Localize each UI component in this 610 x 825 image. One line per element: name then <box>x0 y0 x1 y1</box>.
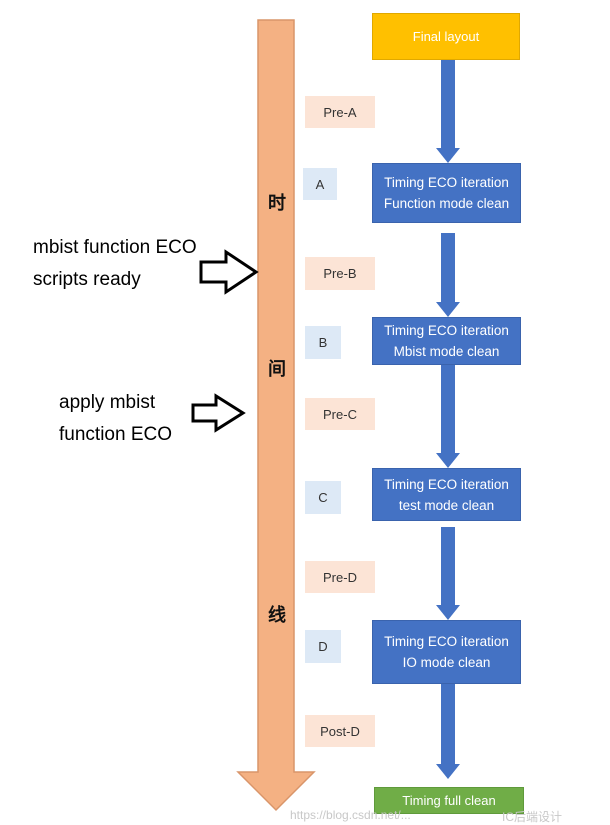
iteration-box-function: Timing ECO iteration Function mode clean <box>372 163 521 223</box>
annotation-line: apply mbist <box>59 392 156 413</box>
annotation-line: function ECO <box>59 424 172 445</box>
timeline-char-time: 时 <box>268 193 286 214</box>
iteration-mode: IO mode clean <box>402 655 491 670</box>
iteration-box-test: Timing ECO iteration test mode clean <box>372 468 521 521</box>
iteration-mode: Function mode clean <box>383 196 510 211</box>
timeline-char-line: 线 <box>268 605 286 626</box>
annotation-apply-eco: apply mbist function ECO <box>59 387 172 451</box>
flow-arrow-2 <box>436 233 460 317</box>
iteration-box-io: Timing ECO iteration IO mode clean <box>372 620 521 684</box>
iteration-title: Timing ECO iteration <box>384 175 509 190</box>
final-layout-label: Final layout <box>412 29 480 44</box>
annotation-scripts-ready: mbist function ECO scripts ready <box>33 232 197 296</box>
iteration-box-mbist: Timing ECO iteration Mbist mode clean <box>372 317 521 365</box>
flow-arrow-4 <box>436 527 460 620</box>
flow-arrow-5 <box>436 684 460 779</box>
iteration-mode: test mode clean <box>398 497 495 513</box>
iteration-title: Timing ECO iteration <box>384 476 509 492</box>
annotation-line: scripts ready <box>33 269 141 290</box>
iteration-mode: Mbist mode clean <box>393 344 500 359</box>
stage-label-pre-b: Pre-B <box>305 257 375 290</box>
watermark-brand: IC后端设计 <box>502 810 563 824</box>
stage-label-post-d: Post-D <box>305 715 375 747</box>
full-clean-label: Timing full clean <box>402 793 496 808</box>
timeline-arrow <box>236 19 316 812</box>
iteration-title: Timing ECO iteration <box>384 634 509 649</box>
stage-label-c: C <box>305 481 341 514</box>
stage-label-a: A <box>303 168 337 200</box>
stage-label-pre-d: Pre-D <box>305 561 375 593</box>
stage-label-b: B <box>305 326 341 359</box>
stage-label-pre-c: Pre-C <box>305 398 375 430</box>
stage-label-d: D <box>305 630 341 663</box>
annotation-line: mbist function ECO <box>33 237 197 258</box>
annotation-arrow-2 <box>191 393 246 433</box>
flow-arrow-1 <box>436 60 460 163</box>
iteration-title: Timing ECO iteration <box>384 323 509 338</box>
annotation-arrow-1 <box>199 249 259 295</box>
final-layout-box: Final layout <box>372 13 520 60</box>
timeline-char-interval: 间 <box>268 359 286 380</box>
watermark-url: https://blog.csdn.net/... <box>290 808 411 822</box>
stage-label-pre-a: Pre-A <box>305 96 375 128</box>
flow-arrow-3 <box>436 365 460 468</box>
full-clean-box: Timing full clean <box>374 787 524 814</box>
